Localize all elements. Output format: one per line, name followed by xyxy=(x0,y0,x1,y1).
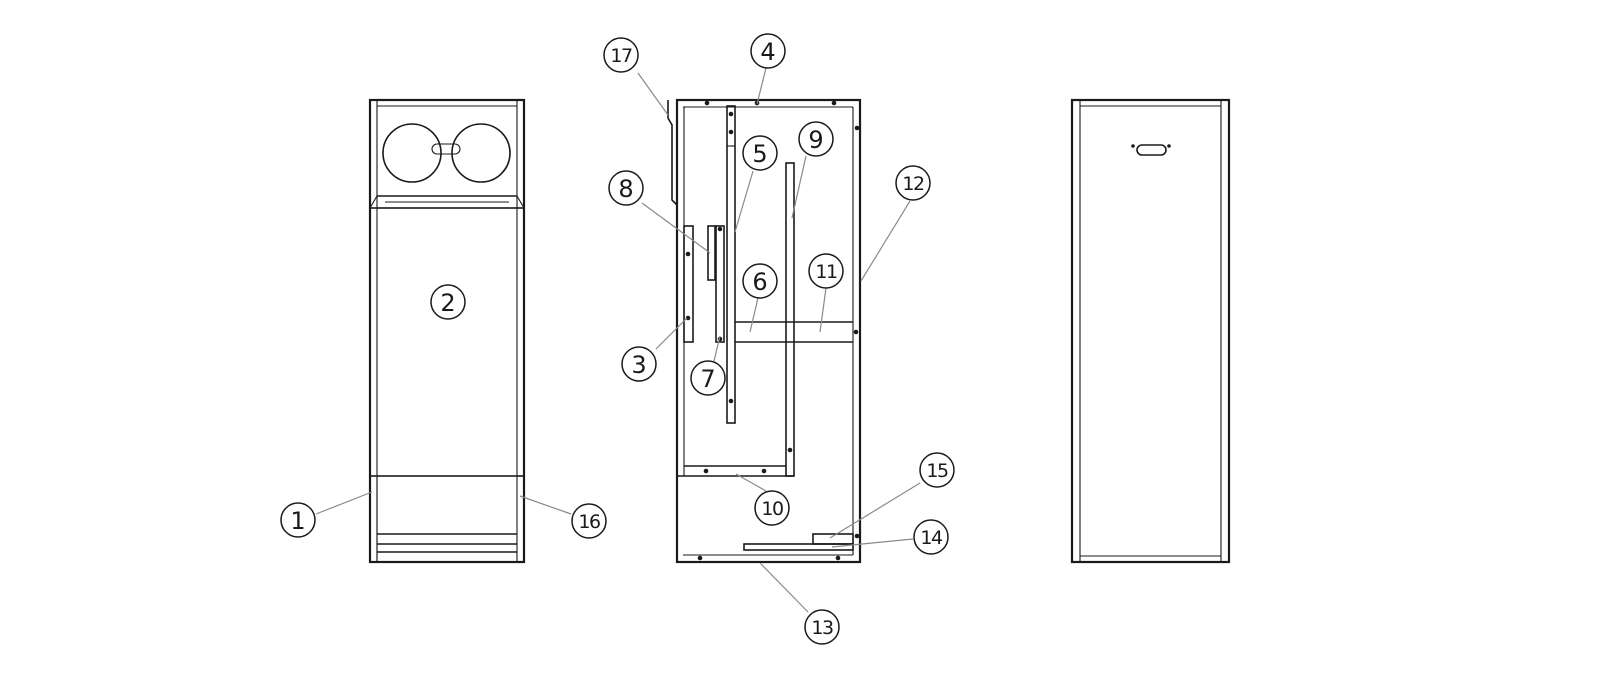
leader-16 xyxy=(519,495,572,515)
rear-terminal-slot xyxy=(1136,144,1167,156)
leader-3 xyxy=(655,317,688,350)
rear-view xyxy=(1070,98,1231,564)
callout-13: 13 xyxy=(804,609,840,645)
callout-4-label: 4 xyxy=(760,38,775,66)
front-view xyxy=(368,98,526,564)
callout-13-label: 13 xyxy=(811,617,833,639)
leader-6 xyxy=(749,297,759,333)
leader-4 xyxy=(756,67,767,105)
callout-17: 17 xyxy=(603,37,639,73)
leader-12 xyxy=(860,200,911,282)
board-9 xyxy=(785,162,795,477)
callout-1: 1 xyxy=(280,502,316,538)
rear-terminal-screw-right xyxy=(1167,144,1171,148)
front-panel xyxy=(369,207,525,477)
leader-9 xyxy=(791,155,807,219)
leader-1 xyxy=(315,491,373,515)
callout-1-label: 1 xyxy=(290,507,305,535)
callout-6-label: 6 xyxy=(752,268,767,296)
rear-cabinet-outline xyxy=(1070,98,1231,564)
leader-13 xyxy=(759,562,809,613)
leader-14 xyxy=(831,538,914,548)
leader-5 xyxy=(734,170,754,233)
callout-3-label: 3 xyxy=(631,351,646,379)
callouts: 1 2 3 4 5 6 7 8 xyxy=(280,33,955,645)
callout-9-label: 9 xyxy=(808,126,823,154)
callout-14: 14 xyxy=(913,519,949,555)
callout-10: 10 xyxy=(754,490,790,526)
callout-15: 15 xyxy=(919,452,955,488)
callout-7: 7 xyxy=(690,360,726,396)
front-cabinet-outline xyxy=(368,98,526,564)
callout-11-label: 11 xyxy=(815,261,837,283)
callout-12: 12 xyxy=(895,165,931,201)
leader-17 xyxy=(637,72,669,116)
leader-15 xyxy=(829,482,921,539)
callout-2-label: 2 xyxy=(440,289,455,317)
callout-2: 2 xyxy=(430,284,466,320)
bevel-right xyxy=(516,195,525,209)
callout-4: 4 xyxy=(750,33,786,69)
front-terminal-slot xyxy=(431,143,461,155)
callout-8: 8 xyxy=(608,170,644,206)
rear-terminal-screw-left xyxy=(1131,144,1135,148)
leader-11 xyxy=(819,287,827,333)
section-outline xyxy=(675,98,862,564)
callout-16: 16 xyxy=(571,503,607,539)
callout-14-label: 14 xyxy=(920,527,943,549)
callout-15-label: 15 xyxy=(926,460,948,482)
section-view xyxy=(667,98,862,564)
leader-7 xyxy=(713,335,721,362)
leader-10 xyxy=(735,473,767,492)
callout-8-label: 8 xyxy=(618,175,633,203)
board-7 xyxy=(715,225,725,343)
leader-8 xyxy=(641,202,711,254)
part-15 xyxy=(812,533,854,545)
board-3 xyxy=(683,225,694,343)
left-driver-circle xyxy=(382,123,442,183)
callout-5: 5 xyxy=(742,135,778,171)
board-8 xyxy=(707,225,716,281)
front-baffle-17 xyxy=(667,100,678,206)
callout-11: 11 xyxy=(808,253,844,289)
callout-3: 3 xyxy=(621,346,657,382)
callout-9: 9 xyxy=(798,121,834,157)
right-driver-circle xyxy=(451,123,511,183)
callout-6: 6 xyxy=(742,263,778,299)
callout-5-label: 5 xyxy=(752,140,767,168)
board-5 xyxy=(726,105,736,424)
section-screws xyxy=(685,100,860,561)
callout-12-label: 12 xyxy=(902,173,924,195)
callout-16-label: 16 xyxy=(578,511,600,533)
leader-lines xyxy=(315,67,921,613)
callout-10-label: 10 xyxy=(761,498,783,520)
part-14 xyxy=(743,543,854,551)
callout-17-label: 17 xyxy=(610,45,632,67)
callout-7-label: 7 xyxy=(700,365,715,393)
bevel-left xyxy=(369,195,378,209)
